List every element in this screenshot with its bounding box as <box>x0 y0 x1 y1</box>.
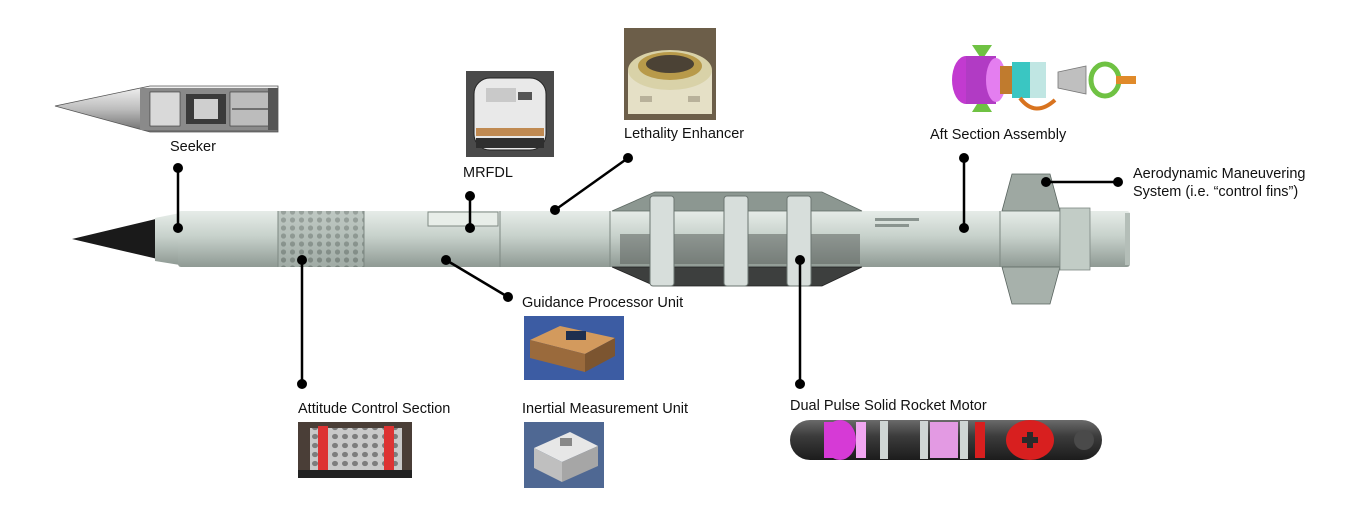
label-lethality-enhancer: Lethality Enhancer <box>624 126 745 142</box>
mrfdl-photo <box>466 71 554 157</box>
label-dual-pulse-motor: Dual Pulse Solid Rocket Motor <box>790 398 987 414</box>
label-seeker: Seeker <box>170 139 216 155</box>
label-aft-section-assembly: Aft Section Assembly <box>930 127 1067 143</box>
leader-dots <box>173 153 1123 389</box>
label-aero-maneuvering-line2: System (i.e. “control fins”) <box>1133 184 1299 200</box>
label-attitude-control-section: Attitude Control Section <box>298 401 451 417</box>
lethality-enhancer-photo <box>624 28 716 120</box>
rocket-motor-photo <box>790 420 1102 460</box>
attitude-control-photo <box>298 422 412 478</box>
seeker-cutaway-image <box>54 85 279 133</box>
imu-photo <box>524 422 604 488</box>
guidance-processor-photo <box>524 316 624 380</box>
label-inertial-measurement-unit: Inertial Measurement Unit <box>522 401 689 417</box>
missile-body <box>72 173 1130 305</box>
aft-section-exploded-image <box>952 45 1136 112</box>
label-aero-maneuvering-line1: Aerodynamic Maneuvering <box>1133 166 1306 182</box>
label-mrfdl: MRFDL <box>463 165 513 181</box>
label-guidance-processor-unit: Guidance Processor Unit <box>522 295 684 311</box>
leader-lines <box>176 156 1118 384</box>
